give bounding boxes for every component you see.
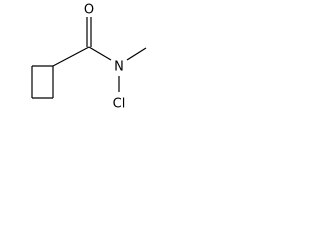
chemical-structure: O N Cl (31, 3, 147, 112)
ring-carbonyl-bond (52, 46, 90, 67)
carbonyl-nitrogen-bond (88, 46, 112, 61)
oxygen-label: O (84, 3, 94, 18)
chlorine-label: Cl (113, 97, 126, 112)
nitrogen-methyl-bond (126, 47, 147, 61)
nitrogen-label: N (114, 60, 124, 75)
